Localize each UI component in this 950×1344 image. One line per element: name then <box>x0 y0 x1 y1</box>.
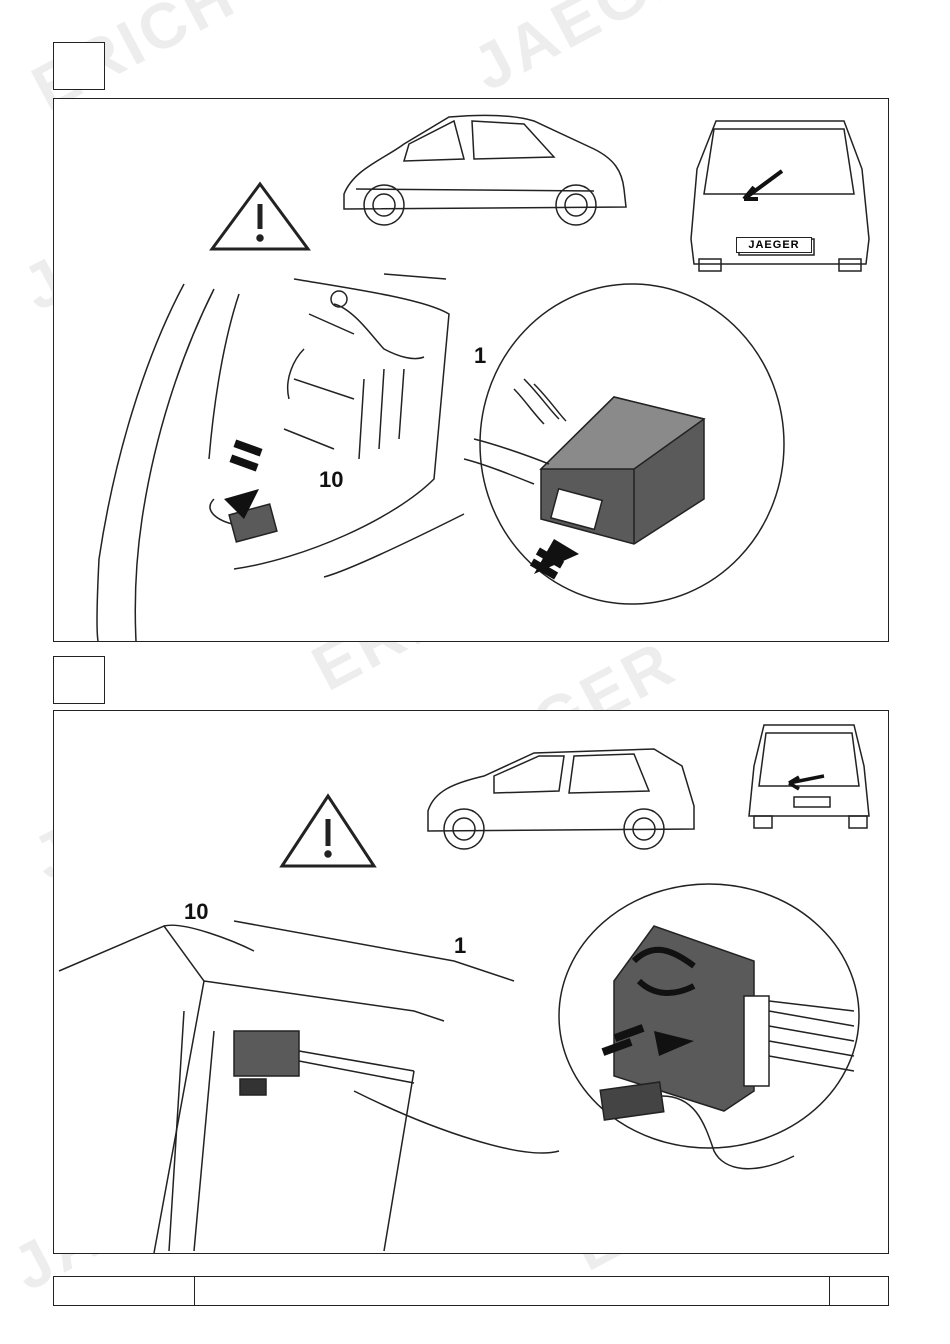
push-arrow-icon <box>530 539 579 579</box>
footer-title-block <box>53 1276 889 1306</box>
installation-drawing-bottom <box>54 711 888 1253</box>
license-plate: JAEGER <box>736 237 812 253</box>
watermark-text: JAEGER <box>460 0 748 105</box>
trailer-module-shape <box>234 1031 299 1076</box>
footer-cell <box>54 1277 195 1305</box>
warning-triangle-icon <box>212 184 308 249</box>
warning-triangle-icon <box>282 796 374 866</box>
car-rear-view-estate <box>749 725 869 828</box>
illustration-panel-bottom: 10 1 <box>53 710 889 1254</box>
part-label-module: 10 <box>184 899 208 925</box>
illustration-panel-top: JAEGER 1 10 <box>53 98 889 642</box>
step-number-box-2 <box>53 656 105 704</box>
step-number-box-1 <box>53 42 105 90</box>
detail-connector <box>600 1082 664 1120</box>
footer-cell <box>195 1277 830 1305</box>
part-label-connector: 1 <box>454 933 466 959</box>
part-label-module: 10 <box>319 467 343 493</box>
footer-cell <box>830 1277 888 1305</box>
car-side-view-estate <box>428 749 694 849</box>
car-side-view-hatchback <box>344 115 626 225</box>
part-label-connector: 1 <box>474 343 486 369</box>
installation-drawing-top <box>54 99 888 641</box>
